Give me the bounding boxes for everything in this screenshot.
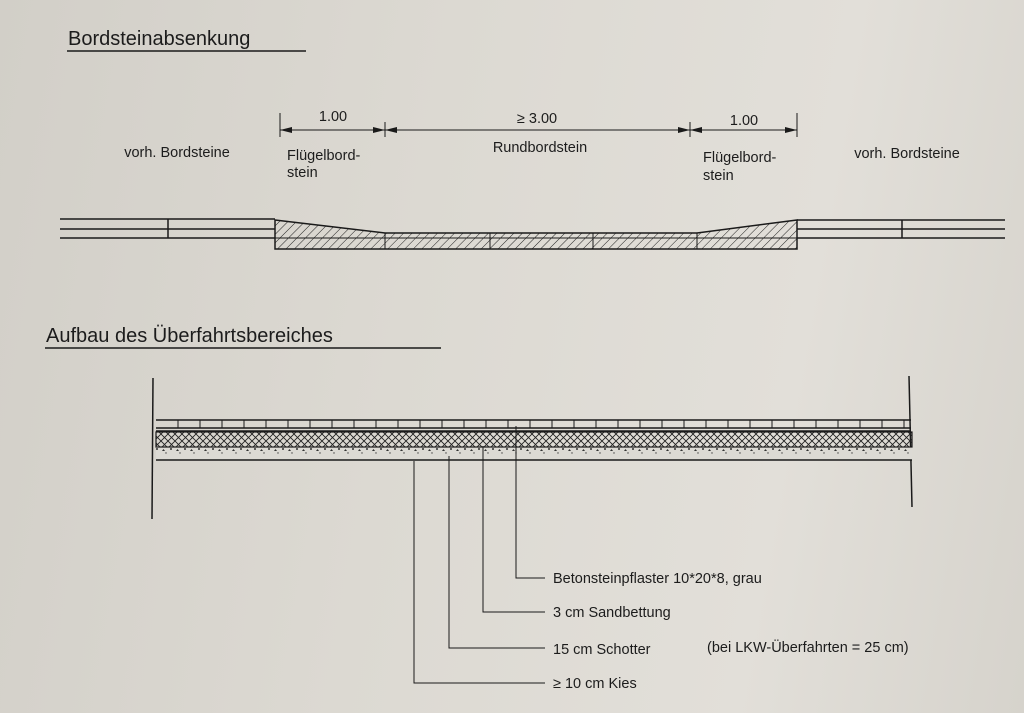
layer-label-paving: Betonsteinpflaster 10*20*8, grau — [553, 571, 762, 587]
label-wing-curb-right-1: Flügelbord- — [703, 150, 777, 166]
label-wing-curb-right-2: stein — [703, 168, 734, 184]
curb-profile — [60, 218, 1005, 250]
layer-note-truck-crossing: (bei LKW-Überfahrten = 25 cm) — [707, 638, 909, 656]
layer-label-gravel: ≥ 10 cm Kies — [553, 676, 637, 692]
leader-lines — [413, 426, 545, 684]
dimension-label-wing-left: 1.00 — [319, 109, 347, 125]
section-title-crossing-structure: Aufbau des Überfahrtsbereiches — [46, 325, 333, 347]
section-title-curb-lowering: Bordsteinabsenkung — [68, 28, 250, 50]
label-existing-curbs-right: vorh. Bordsteine — [854, 146, 960, 162]
dimension-label-center: ≥ 3.00 — [517, 111, 557, 127]
dimension-label-wing-right: 1.00 — [730, 113, 758, 129]
layer-cross-section — [151, 375, 913, 520]
layer-label-sand: 3 cm Sandbettung — [553, 605, 671, 621]
label-wing-curb-left-2: stein — [287, 165, 318, 181]
section-crossing-structure: Aufbau des Überfahrtsbereiches Betonstei… — [45, 325, 913, 692]
layer-label-crushed-stone: 15 cm Schotter — [553, 642, 651, 658]
label-wing-curb-left-1: Flügelbord- — [287, 148, 361, 164]
label-round-curb: Rundbordstein — [493, 140, 587, 156]
label-existing-curbs-left: vorh. Bordsteine — [124, 145, 230, 161]
dimension-line — [279, 113, 798, 137]
section-curb-lowering: Bordsteinabsenkung 1.00 ≥ 3.00 1.00 vorh… — [60, 28, 1005, 250]
